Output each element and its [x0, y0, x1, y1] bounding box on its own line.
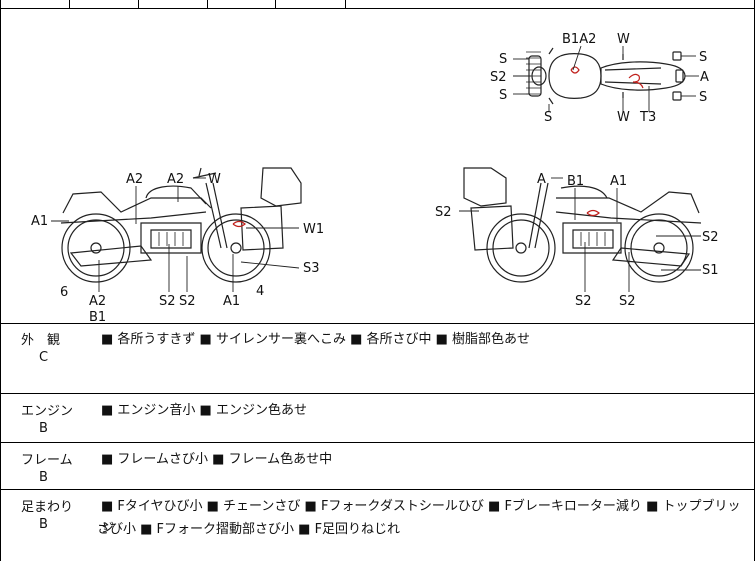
section-frame: フレーム B ■ フレームさび小 ■ フレーム色あせ中 — [0, 443, 755, 490]
section-notes: ■ Fタイヤひび小 ■ チェーンさび ■ Fフォークダストシールひび ■ Fブレ… — [101, 499, 741, 536]
section-exterior: 外 観 C ■ 各所うすきず ■ サイレンサー裏へこみ ■ 各所さび中 ■ 樹脂… — [0, 323, 755, 394]
right-view-label: S2 — [702, 230, 719, 245]
header-cell — [69, 0, 139, 8]
header-cell — [138, 0, 208, 8]
section-notes: ■ エンジン音小 ■ エンジン色あせ — [101, 403, 307, 418]
top-view-label: A — [700, 70, 709, 85]
section-grade: B — [39, 517, 48, 532]
left-view-label: B1 — [89, 310, 106, 323]
top-view-label: S — [499, 52, 507, 67]
right-view-label: S2 — [575, 294, 592, 309]
section-name: 外 観 — [21, 333, 61, 348]
right-view-label: A1 — [610, 174, 627, 189]
right-view-label: S2 — [619, 294, 636, 309]
top-view-label: S — [699, 50, 707, 65]
section-grade: C — [39, 350, 49, 365]
top-view-label: S — [699, 90, 707, 105]
left-view-label: A2 — [167, 172, 184, 187]
section-notes: ■ フレームさび小 ■ フレーム色あせ中 — [101, 452, 333, 467]
header-cell — [275, 0, 346, 8]
right-view-label: S2 — [435, 205, 452, 220]
motorcycle-diagrams: S S2 S S B1A2 W W T3 S A S A1 A2 A2 W W1… — [31, 32, 719, 323]
section-grade: B — [39, 421, 48, 436]
section-grade: B — [39, 470, 48, 485]
section-suspension: 足まわり B ■ Fタイヤひび小 ■ チェーンさび ■ Fフォークダストシールひ… — [0, 490, 755, 561]
right-view-label: S1 — [702, 263, 719, 278]
header-cell — [207, 0, 276, 8]
left-view-label: S3 — [303, 261, 320, 276]
left-view-label: A1 — [31, 214, 48, 229]
left-view-label: S2 — [179, 294, 196, 309]
top-view-label: S — [499, 88, 507, 103]
top-view-label: W — [617, 32, 630, 47]
left-view-label: 4 — [256, 284, 264, 299]
left-view-label: 6 — [60, 285, 68, 300]
top-view-label: W — [617, 110, 630, 125]
section-name: フレーム — [21, 453, 73, 468]
right-side-motorcycle — [463, 167, 702, 283]
top-view-label: T3 — [639, 110, 656, 125]
left-view-label: A2 — [89, 294, 106, 309]
right-view-label: B1 — [567, 174, 584, 189]
section-notes: ■ 各所うすきず ■ サイレンサー裏へこみ ■ 各所さび中 ■ 樹脂部色あせ — [101, 332, 531, 347]
top-view-label: S2 — [490, 70, 507, 85]
left-view-label: W1 — [303, 222, 324, 237]
right-view-label: A — [537, 172, 546, 187]
header-cell — [1, 0, 70, 8]
top-view-motorcycle — [526, 47, 686, 105]
left-view-label: A1 — [223, 294, 240, 309]
top-view-label: B1A2 — [562, 32, 596, 47]
left-view-label: A2 — [126, 172, 143, 187]
left-view-label: W — [208, 172, 221, 187]
section-name: エンジン — [21, 404, 74, 419]
section-notes-continued: さび小 ■ Fフォーク摺動部さび小 ■ F足回りねじれ — [97, 522, 401, 537]
top-view-label: S — [544, 110, 552, 125]
section-name: 足まわり — [21, 500, 74, 515]
damage-diagram: S S2 S S B1A2 W W T3 S A S A1 A2 A2 W W1… — [0, 8, 755, 324]
section-engine: エンジン B ■ エンジン音小 ■ エンジン色あせ — [0, 394, 755, 443]
left-view-label: S2 — [159, 294, 176, 309]
left-side-motorcycle — [60, 167, 302, 283]
